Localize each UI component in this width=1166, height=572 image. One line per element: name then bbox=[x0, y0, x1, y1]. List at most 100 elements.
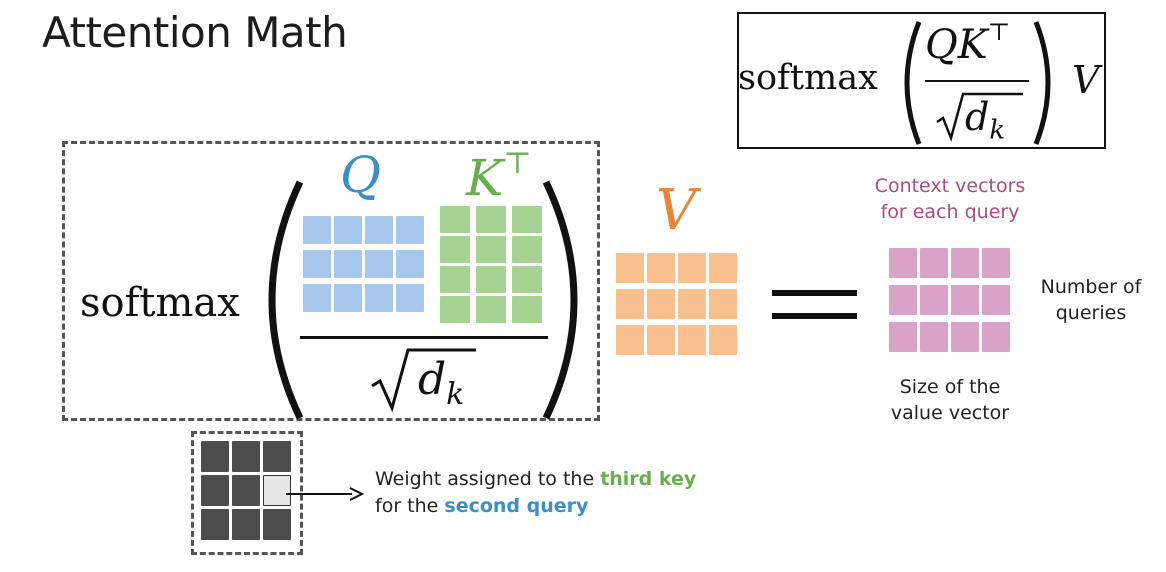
formula-q: Q bbox=[925, 22, 958, 68]
main-softmax: softmax bbox=[80, 280, 240, 326]
q-cell bbox=[334, 284, 362, 312]
k-cell bbox=[440, 296, 470, 323]
main-denominator: dk bbox=[418, 354, 464, 412]
q-cell bbox=[303, 284, 331, 312]
context-cell bbox=[889, 248, 917, 278]
k-cell bbox=[440, 236, 470, 263]
q-cell bbox=[396, 284, 424, 312]
q-cell bbox=[334, 216, 362, 244]
context-cell bbox=[889, 322, 917, 352]
v-cell bbox=[616, 253, 644, 283]
formula-right-paren bbox=[1033, 21, 1051, 145]
k-letter: K bbox=[466, 149, 504, 207]
weight-cell bbox=[201, 441, 229, 472]
context-label-line2: for each query bbox=[880, 200, 1020, 223]
page-title: Attention Math bbox=[42, 8, 348, 57]
v-cell bbox=[647, 253, 675, 283]
formula-softmax: softmax bbox=[738, 58, 878, 98]
weights-matrix bbox=[201, 441, 291, 540]
third-key-highlight: third key bbox=[600, 468, 697, 490]
k-cell bbox=[440, 206, 470, 233]
second-query-highlight: second query bbox=[444, 494, 589, 517]
k-cell bbox=[512, 206, 542, 233]
k-cell bbox=[440, 266, 470, 293]
main-sqrt bbox=[371, 348, 476, 413]
weight-cell bbox=[232, 441, 260, 472]
v-cell bbox=[647, 289, 675, 319]
v-cell bbox=[616, 325, 644, 355]
k-cell bbox=[476, 206, 506, 233]
queries-label-line1: Number of bbox=[1040, 276, 1142, 298]
annotation-line2: for the second query bbox=[375, 493, 696, 520]
context-cell bbox=[982, 285, 1010, 315]
annotation-line1-text: Weight assigned to the bbox=[375, 468, 601, 490]
context-label-line1: Context vectors bbox=[874, 175, 1026, 197]
k-transpose: ⊤ bbox=[503, 146, 532, 181]
formula-d: d bbox=[965, 95, 990, 139]
v-cell bbox=[678, 325, 706, 355]
v-cell bbox=[647, 325, 675, 355]
context-cell bbox=[920, 285, 948, 315]
context-cell bbox=[889, 285, 917, 315]
main-d-subscript: k bbox=[446, 376, 465, 412]
weight-annotation: Weight assigned to the third key for the… bbox=[375, 466, 696, 519]
weight-cell bbox=[263, 509, 291, 540]
main-right-paren bbox=[542, 180, 578, 420]
formula-numerator: QK⊤ bbox=[925, 18, 1010, 68]
k-cell bbox=[512, 236, 542, 263]
formula-v: V bbox=[1072, 58, 1100, 102]
annotation-line1: Weight assigned to the third key bbox=[375, 466, 696, 493]
annotation-line2-text: for the bbox=[375, 494, 445, 517]
formula-left-paren bbox=[904, 21, 922, 145]
weight-cell bbox=[201, 509, 229, 540]
formula-fraction-bar bbox=[925, 80, 1029, 82]
q-matrix bbox=[303, 216, 424, 312]
formula-k: K bbox=[957, 22, 988, 68]
context-cell bbox=[951, 285, 979, 315]
q-cell bbox=[365, 216, 393, 244]
kt-matrix bbox=[440, 206, 542, 323]
q-cell bbox=[365, 250, 393, 278]
q-cell bbox=[303, 216, 331, 244]
v-cell bbox=[678, 289, 706, 319]
value-size-line2: value vector bbox=[890, 401, 1010, 424]
k-cell bbox=[512, 296, 542, 323]
weight-cell bbox=[263, 441, 291, 472]
formula-transpose: ⊤ bbox=[987, 18, 1011, 46]
weight-cell bbox=[232, 475, 260, 506]
main-left-paren bbox=[268, 180, 304, 420]
weight-cell bbox=[232, 509, 260, 540]
context-cell bbox=[982, 248, 1010, 278]
v-cell bbox=[709, 289, 737, 319]
q-cell bbox=[396, 250, 424, 278]
context-vectors-label: Context vectors for each query bbox=[850, 174, 1050, 225]
weight-cell-highlighted bbox=[263, 475, 291, 506]
queries-label-line2: queries bbox=[1055, 301, 1127, 324]
context-cell bbox=[951, 248, 979, 278]
context-matrix bbox=[889, 248, 1010, 352]
formula-sqrt bbox=[936, 92, 1023, 142]
context-cell bbox=[920, 322, 948, 352]
k-cell bbox=[512, 266, 542, 293]
formula-denominator: dk bbox=[965, 95, 1005, 146]
v-cell bbox=[678, 253, 706, 283]
k-label: K⊤ bbox=[466, 146, 532, 207]
context-cell bbox=[982, 322, 1010, 352]
k-cell bbox=[476, 236, 506, 263]
context-cell bbox=[920, 248, 948, 278]
v-matrix bbox=[616, 253, 737, 355]
formula-box bbox=[737, 12, 1106, 149]
equals-bottom-bar bbox=[772, 313, 857, 319]
q-label: Q bbox=[340, 146, 381, 204]
softmax-dashed-box bbox=[62, 141, 600, 421]
value-size-label: Size of the value vector bbox=[860, 375, 1040, 426]
q-cell bbox=[334, 250, 362, 278]
v-cell bbox=[616, 289, 644, 319]
q-cell bbox=[365, 284, 393, 312]
v-cell bbox=[709, 253, 737, 283]
main-d: d bbox=[418, 354, 447, 405]
q-cell bbox=[303, 250, 331, 278]
value-size-line1: Size of the bbox=[899, 376, 1001, 398]
main-fraction-bar bbox=[300, 336, 548, 339]
number-of-queries-label: Number of queries bbox=[1026, 275, 1156, 326]
